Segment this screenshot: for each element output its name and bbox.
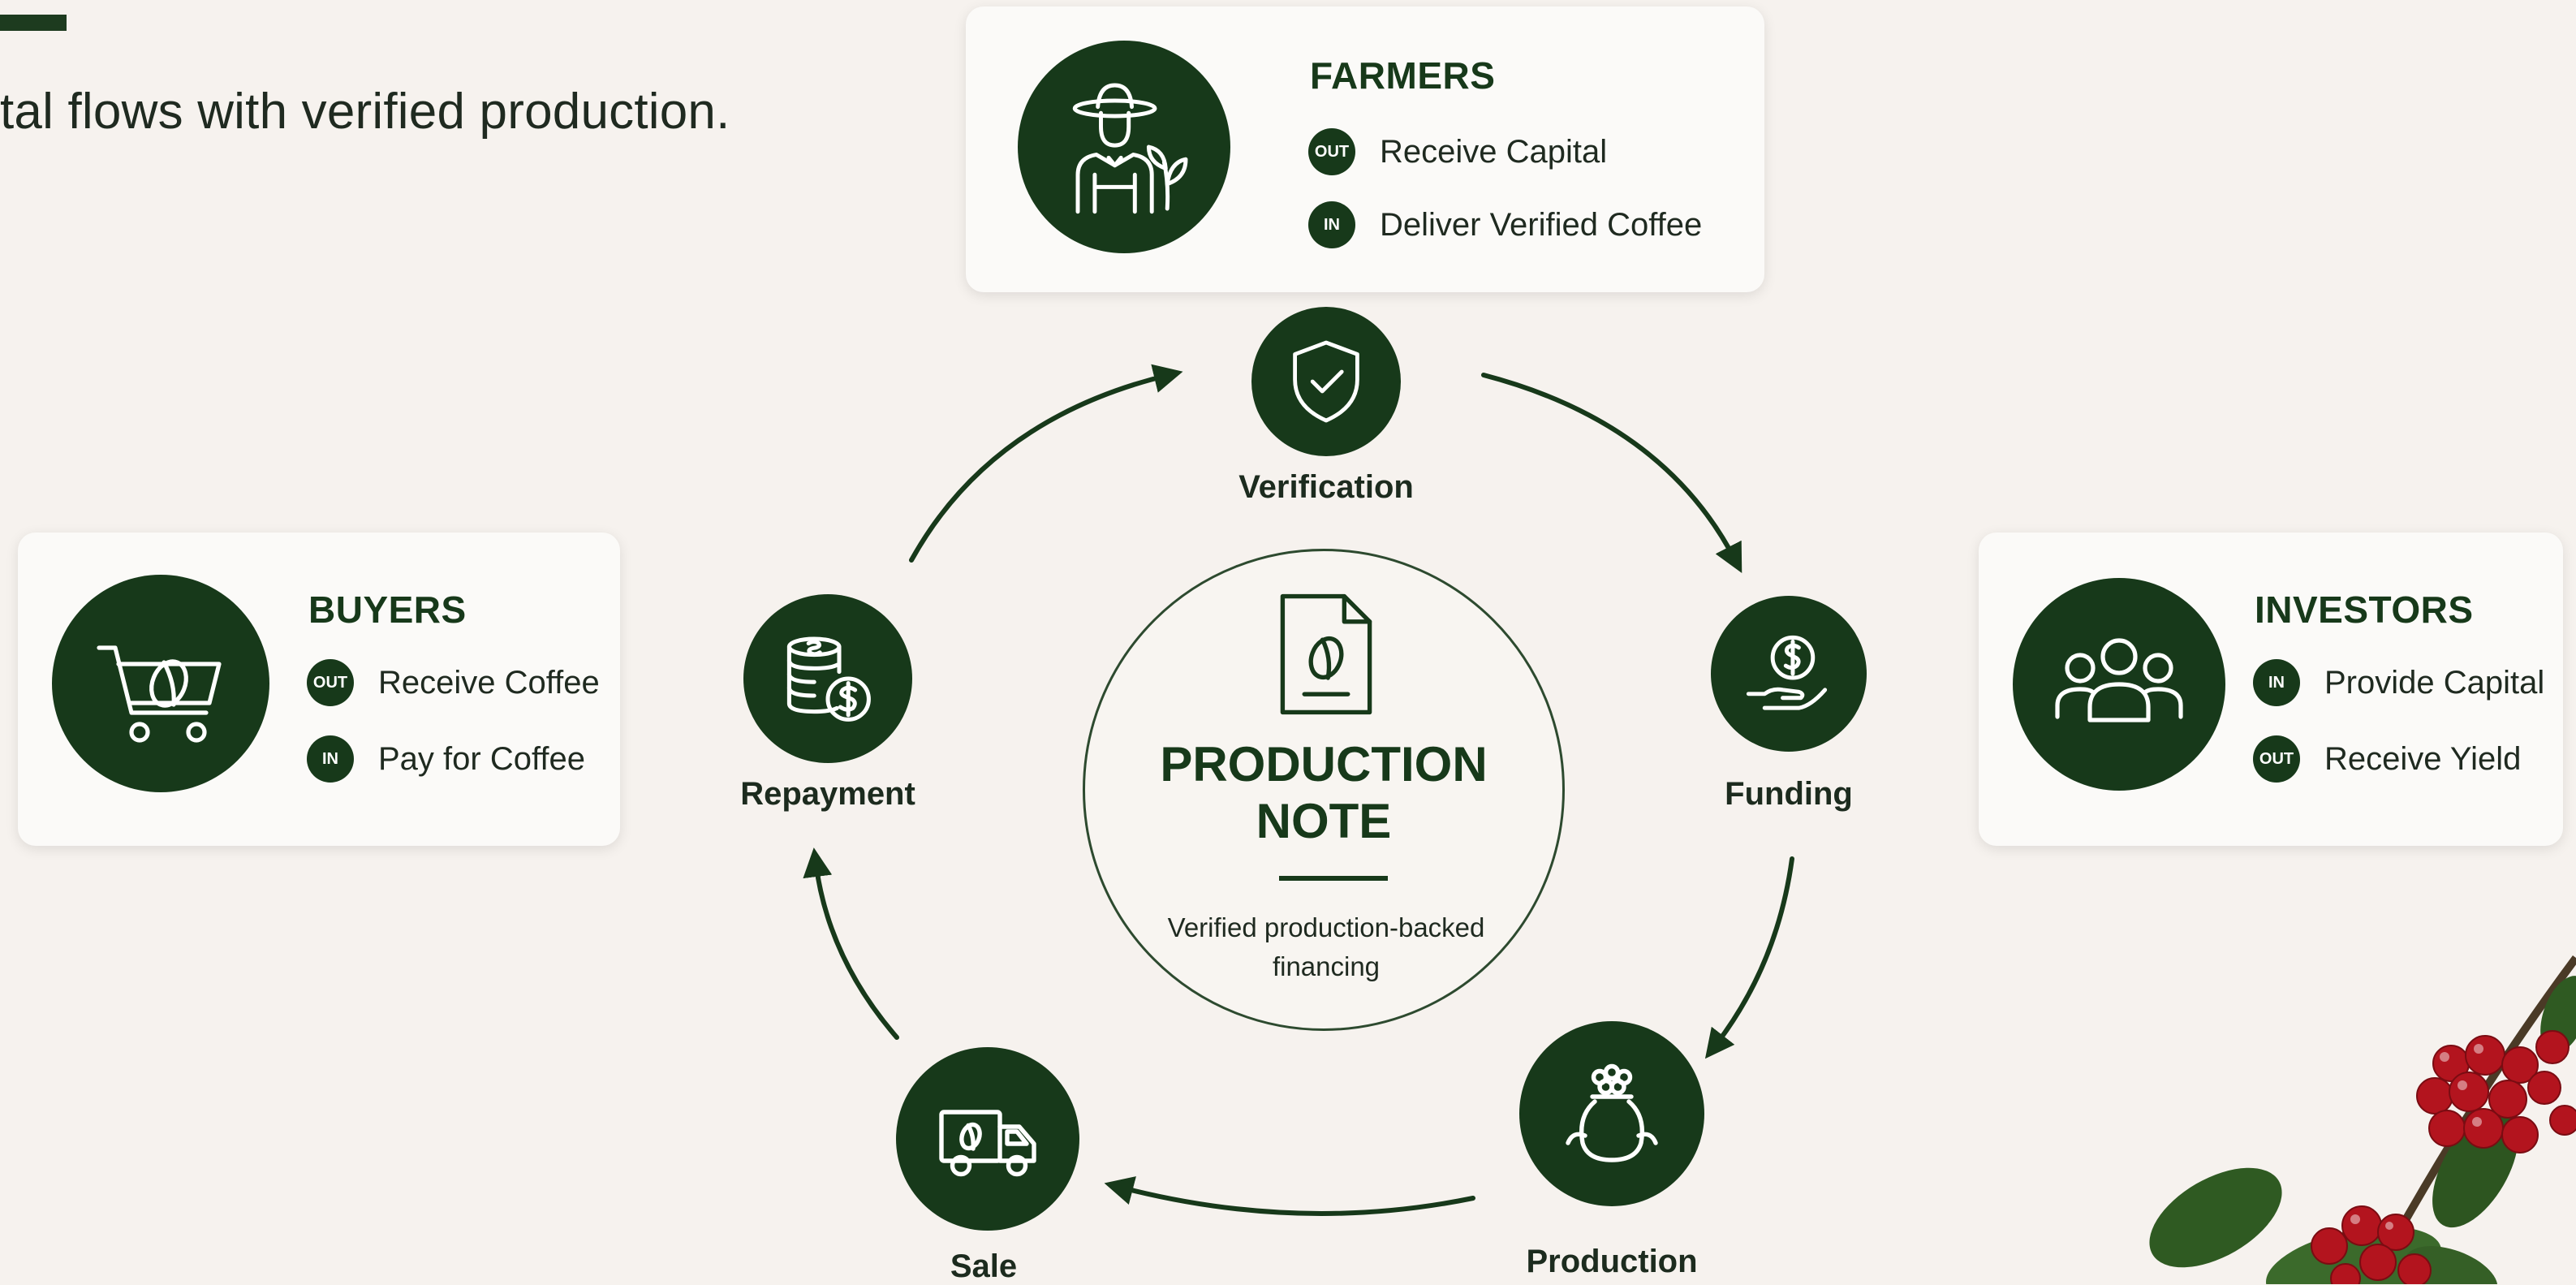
investors-flow-out: OUT Receive Yield (2253, 735, 2521, 783)
farmer-icon (1018, 41, 1230, 253)
arrow-funding-to-production (1704, 856, 1794, 1059)
tagline: tal flows with verified production. (0, 84, 730, 140)
in-tag: IN (2253, 659, 2300, 706)
production-note-title: PRODUCTION NOTE (1085, 736, 1562, 850)
farmers-flow-in: IN Deliver Verified Coffee (1308, 201, 1702, 248)
coin-stack-dollar-icon (743, 594, 912, 763)
arrow-production-to-sale (1104, 1176, 1475, 1216)
title-line-2: NOTE (1256, 794, 1392, 848)
shield-check-icon (1251, 307, 1401, 456)
investors-flow-in: IN Provide Capital (2253, 659, 2544, 706)
flow-text: Receive Yield (2324, 740, 2522, 777)
in-tag: IN (1308, 201, 1355, 248)
subtitle-line-2: financing (1272, 951, 1381, 981)
arrow-sale-to-repayment (803, 847, 899, 1040)
flow-text: Deliver Verified Coffee (1380, 206, 1703, 243)
flow-text: Provide Capital (2324, 664, 2545, 701)
stage-label-sale: Sale (950, 1248, 1018, 1284)
in-tag: IN (307, 735, 354, 783)
arrow-verification-to-funding (1481, 373, 1742, 573)
subtitle-line-1: Verified production-backed (1167, 912, 1485, 942)
stage-label-verification: Verification (1238, 469, 1414, 505)
title-divider (1279, 876, 1388, 881)
group-people-icon (2013, 578, 2225, 791)
investors-title: INVESTORS (2255, 589, 2474, 631)
coffee-branch-decoration (2149, 955, 2576, 1284)
coffee-document-icon (1280, 593, 1372, 715)
buyers-title: BUYERS (308, 589, 467, 631)
flow-text: Receive Capital (1380, 133, 1608, 170)
stage-label-production: Production (1526, 1244, 1698, 1279)
coffee-sack-icon (1519, 1021, 1704, 1206)
farmers-card: FARMERS OUT Receive Capital IN Deliver V… (966, 6, 1764, 292)
arrow-repayment-to-verification (909, 364, 1183, 563)
out-tag: OUT (2253, 735, 2300, 783)
flow-text: Receive Coffee (378, 664, 600, 701)
investors-card: INVESTORS IN Provide Capital OUT Receive… (1979, 533, 2563, 846)
production-note-subtitle: Verified production-backed financing (1134, 908, 1518, 986)
accent-bar (0, 15, 67, 31)
out-tag: OUT (307, 659, 354, 706)
delivery-truck-icon (896, 1047, 1079, 1231)
production-note-circle: PRODUCTION NOTE Verified production-back… (1083, 549, 1565, 1031)
buyers-flow-in: IN Pay for Coffee (307, 735, 585, 783)
shopping-cart-coffee-icon (52, 575, 269, 792)
title-line-1: PRODUCTION (1160, 737, 1488, 791)
stage-label-repayment: Repayment (740, 776, 915, 812)
flow-text: Pay for Coffee (378, 740, 585, 777)
stage-label-funding: Funding (1725, 776, 1853, 812)
out-tag: OUT (1308, 128, 1355, 175)
hand-dollar-icon (1711, 596, 1867, 752)
farmers-flow-out: OUT Receive Capital (1308, 128, 1607, 175)
farmers-title: FARMERS (1310, 54, 1496, 97)
buyers-card: BUYERS OUT Receive Coffee IN Pay for Cof… (18, 533, 620, 846)
buyers-flow-out: OUT Receive Coffee (307, 659, 600, 706)
